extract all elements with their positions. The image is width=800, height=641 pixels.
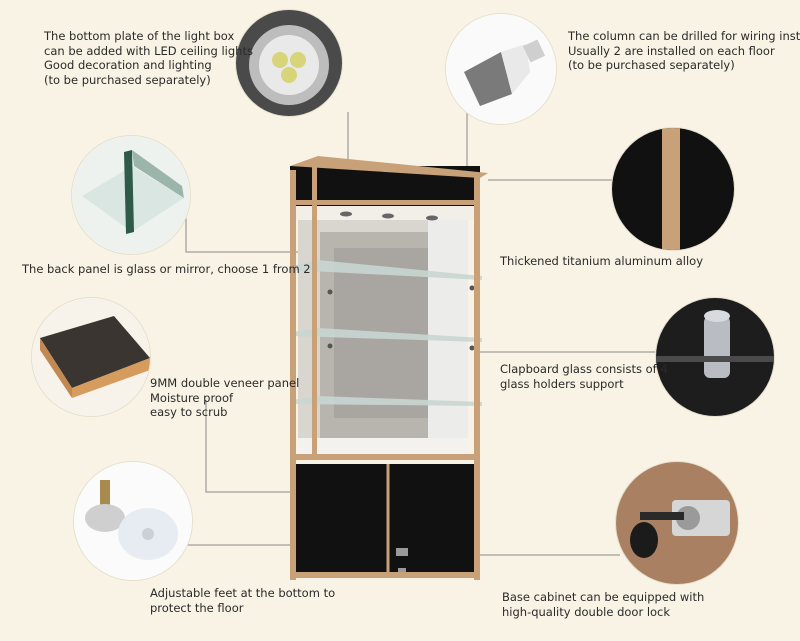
label-feet: Adjustable feet at the bottom to protect… — [150, 586, 336, 615]
label-spotlight: The column can be drilled for wiring ins… — [568, 29, 800, 72]
door-lock-icon — [616, 462, 738, 584]
veneer-board-circle — [32, 298, 150, 416]
glass-panel-icon — [72, 136, 190, 254]
leader-line-veneer — [205, 400, 298, 493]
spotlight-bulb-icon — [446, 14, 556, 124]
glass-holder-icon — [656, 298, 774, 416]
label-veneer: 9MM double veneer panel Moisture proof e… — [150, 376, 300, 419]
display-cabinet-illustration — [290, 156, 488, 580]
aluminum-profile-circle — [612, 128, 734, 250]
label-lock: Base cabinet can be equipped with high-q… — [502, 590, 705, 619]
led-downlight-circle — [236, 10, 342, 116]
label-glass-holder: Clapboard glass consists of 4 glass hold… — [500, 362, 668, 391]
label-aluminum: Thickened titanium aluminum alloy — [500, 254, 704, 268]
door-lock-circle — [616, 462, 738, 584]
glass-holder-circle — [656, 298, 774, 416]
veneer-board-icon — [32, 298, 150, 416]
spotlight-bulb-circle — [446, 14, 556, 124]
led-downlight-icon — [236, 10, 342, 116]
adjustable-foot-icon — [74, 462, 192, 580]
label-back-panel: The back panel is glass or mirror, choos… — [22, 262, 311, 276]
aluminum-profile-icon — [612, 128, 734, 250]
label-led: The bottom plate of the light box can be… — [44, 29, 253, 87]
glass-panel-circle — [72, 136, 190, 254]
adjustable-foot-circle — [74, 462, 192, 580]
